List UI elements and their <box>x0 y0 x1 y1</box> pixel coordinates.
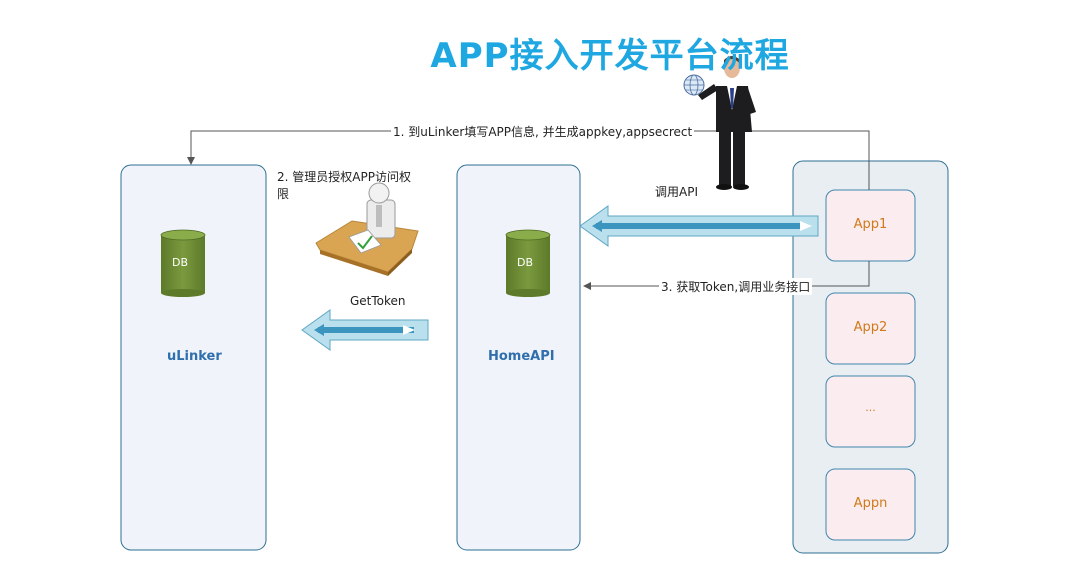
step1-label: 1. 到uLinker填写APP信息, 并生成appkey,appsecrect <box>391 123 695 140</box>
app-ellipsis-label: ... <box>865 401 876 414</box>
app-card-app1 <box>825 189 916 262</box>
homeapi-db-label: DB <box>517 256 534 269</box>
ulinker-db-label: DB <box>172 256 189 269</box>
step3-label: 3. 获取Token,调用业务接口 <box>659 278 813 295</box>
app1-label: App1 <box>853 217 888 232</box>
app-card-ellipsis <box>825 375 916 448</box>
call-api-label: 调用API <box>655 185 698 199</box>
get-token-arrow <box>301 309 429 351</box>
ulinker-label: uLinker <box>167 349 222 364</box>
appn-label: Appn <box>853 496 888 511</box>
app2-label: App2 <box>853 320 888 335</box>
step2-label-line2: 限 <box>277 187 290 201</box>
step2-label-line1: 2. 管理员授权APP访问权 <box>277 170 411 184</box>
ulinker-db-icon <box>160 229 206 297</box>
homeapi-db-icon <box>505 229 551 297</box>
diagram-title: APP接入开发平台流程 <box>430 36 790 76</box>
call-api-arrow <box>579 205 819 247</box>
app-card-appn <box>825 468 916 541</box>
homeapi-label: HomeAPI <box>488 349 555 364</box>
admin-desk-illustration <box>315 182 419 276</box>
ulinker-container <box>120 164 267 551</box>
get-token-label: GetToken <box>350 294 406 308</box>
app-card-app2 <box>825 292 916 365</box>
businessman-illustration <box>683 56 756 190</box>
